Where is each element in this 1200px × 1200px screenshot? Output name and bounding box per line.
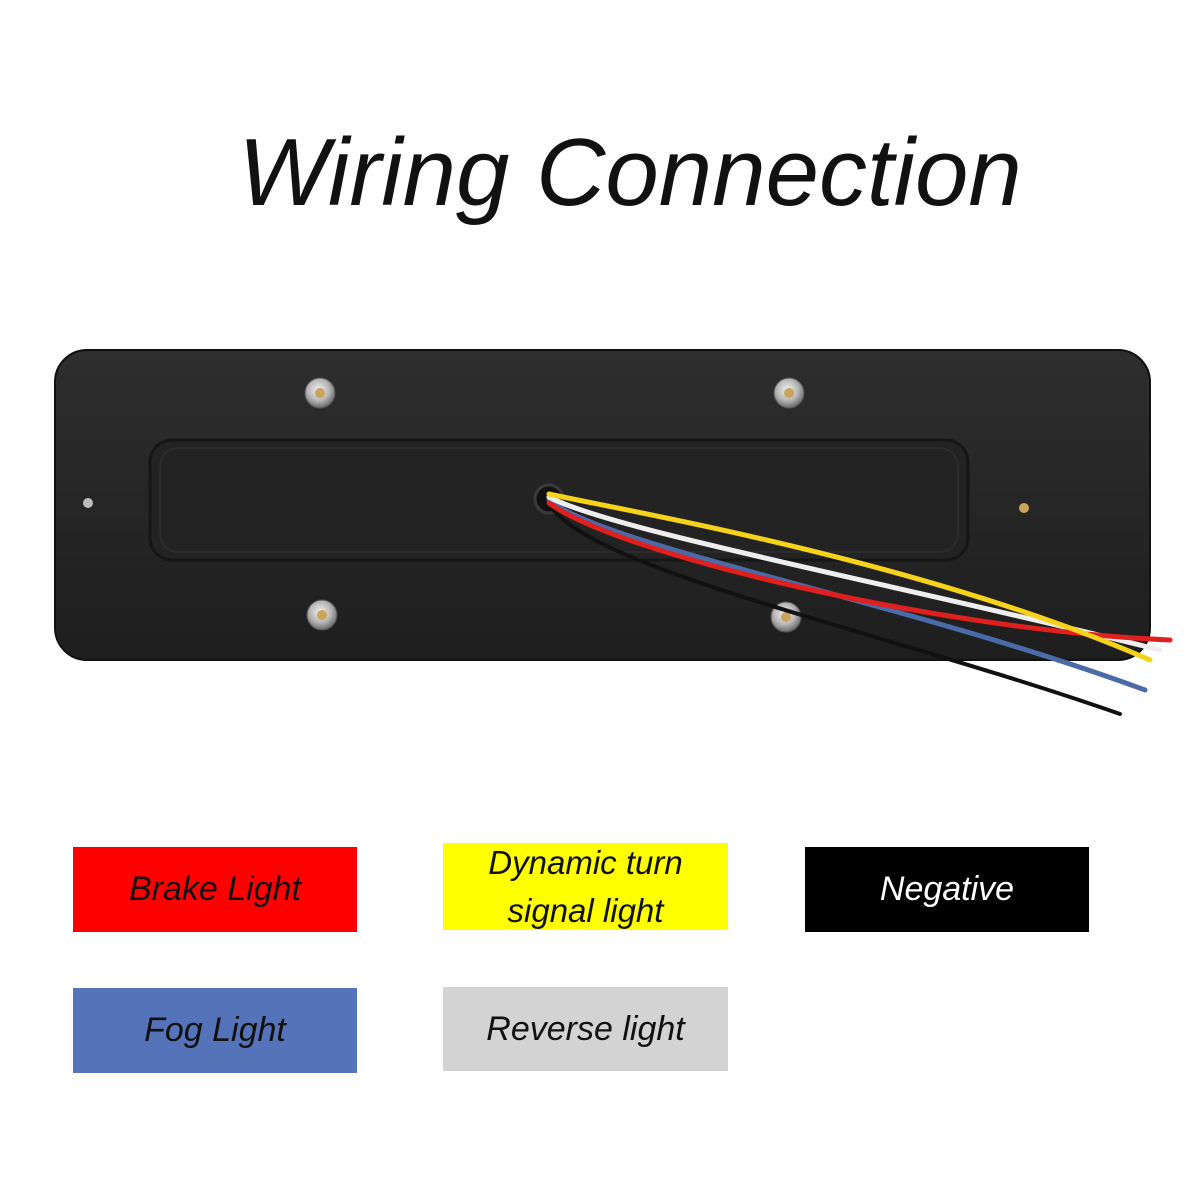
legend-label-line-1: Dynamic turn [488, 843, 683, 881]
legend-label: Fog Light [144, 1011, 286, 1050]
legend-label-line-2: signal light [507, 891, 664, 929]
legend-dynamic-turn-signal: Dynamic turn signal light [443, 843, 728, 930]
wire-black [547, 502, 1122, 716]
legend-fog-light: Fog Light [73, 988, 357, 1073]
legend-label: Brake Light [129, 870, 301, 909]
legend-label: Reverse light [486, 1009, 685, 1048]
mounting-bolt [773, 377, 805, 409]
wire-red [546, 500, 1173, 643]
wire-blue [546, 497, 1148, 693]
mounting-bolt [306, 599, 338, 631]
legend-brake-light: Brake Light [73, 847, 357, 932]
legend-negative: Negative [805, 847, 1089, 932]
wire-yellow [546, 491, 1153, 663]
legend-label: Negative [879, 870, 1015, 909]
legend-reverse-light: Reverse light [443, 987, 728, 1071]
page-title: Wiring Connection [238, 119, 1022, 226]
end-screw [1019, 503, 1029, 513]
mounting-bolt [304, 377, 336, 409]
wire-harness [546, 491, 1173, 716]
wire-white [546, 494, 1163, 653]
end-screw [83, 498, 93, 508]
